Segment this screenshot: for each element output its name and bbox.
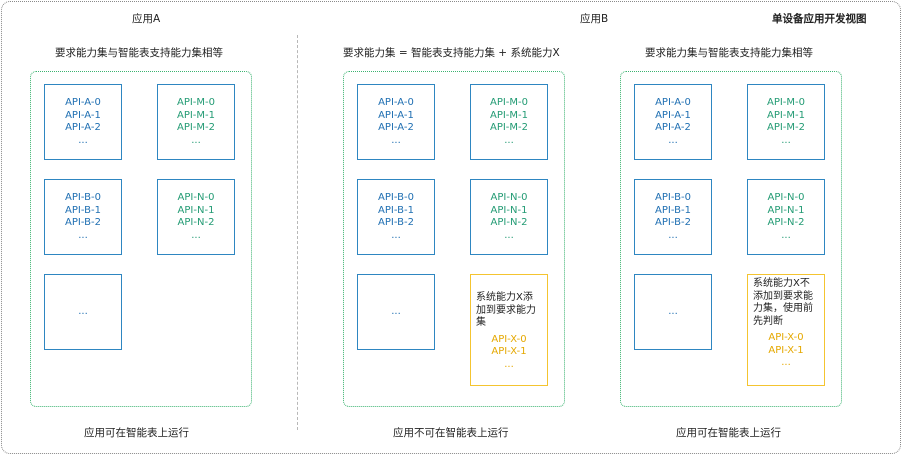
api-item: API-M-1 [489,109,529,121]
column-1-api-a-box: API-A-0 API-A-1 API-A-2 ... [44,84,122,160]
api-item: API-X-0 [491,333,527,345]
api-item: API-A-0 [655,97,691,108]
api-item: API-N-1 [767,204,805,216]
api-item: API-B-0 [378,192,414,203]
column-1-panel [30,71,252,407]
api-item: API-N-2 [767,217,805,228]
column-3-api-m-box: API-M-0 API-M-1 API-M-2 ... [747,84,825,160]
ellipsis: ... [781,357,791,368]
api-item: API-B-0 [655,192,691,203]
ellipsis: ... [781,134,791,146]
api-item: API-A-1 [65,109,101,121]
api-item: API-A-1 [378,109,414,121]
column-2-panel [343,71,565,407]
app-b-label: 应用B [580,13,609,25]
ellipsis: ... [191,134,201,146]
api-item: API-N-2 [490,217,528,228]
api-item: API-N-2 [177,217,215,228]
column-3-empty-box: ... [634,274,712,350]
api-item: API-M-2 [176,122,216,133]
api-item: API-A-2 [378,122,414,133]
ellipsis: ... [668,134,678,146]
api-item: API-B-1 [378,204,414,216]
column-2-heading: 要求能力集 = 智能表支持能力集 + 系统能力X [343,47,560,59]
api-item: API-N-1 [490,204,528,216]
ellipsis: ... [504,358,514,370]
ellipsis: ... [391,229,401,241]
api-item: API-A-1 [655,109,691,121]
api-item: API-B-1 [655,204,691,216]
api-item: API-B-2 [65,217,101,228]
column-3-api-a-box: API-A-0 API-A-1 API-A-2 ... [634,84,712,160]
ellipsis: ... [191,229,201,241]
api-item: API-X-1 [768,344,804,356]
column-2-api-b-box: API-B-0 API-B-1 API-B-2 ... [357,179,435,255]
column-1-footer: 应用可在智能表上运行 [84,427,189,439]
column-2-empty-box: ... [357,274,435,350]
column-3-panel [620,71,842,407]
column-1-api-m-box: API-M-0 API-M-1 API-M-2 ... [157,84,235,160]
api-item: API-M-0 [766,97,806,108]
api-item: API-B-2 [378,217,414,228]
api-item: API-M-1 [766,109,806,121]
column-2-api-m-box: API-M-0 API-M-1 API-M-2 ... [470,84,548,160]
ellipsis: ... [391,134,401,146]
api-item: API-X-0 [768,332,804,343]
api-item: API-N-0 [490,192,528,203]
ellipsis: ... [781,229,791,241]
column-3-footer: 应用可在智能表上运行 [676,427,781,439]
column-2-footer: 应用不可在智能表上运行 [393,427,509,439]
column-2-system-x-box: 系统能力X添加到要求能力集 API-X-0 API-X-1 ... [470,274,548,386]
column-2-api-n-box: API-N-0 API-N-1 API-N-2 ... [470,179,548,255]
ellipsis: ... [78,134,88,146]
system-x-description: 系统能力X添加到要求能力集 [476,292,536,328]
api-item: API-M-1 [176,109,216,121]
ellipsis: ... [668,305,678,317]
system-x-description: 系统能力X不添加到要求能力集，使用前先判断 [753,278,813,327]
api-item: API-M-0 [176,97,216,108]
column-1-api-b-box: API-B-0 API-B-1 API-B-2 ... [44,179,122,255]
column-3-api-n-box: API-N-0 API-N-1 API-N-2 ... [747,179,825,255]
api-item: API-N-0 [177,192,215,203]
api-item: API-B-2 [655,217,691,228]
ellipsis: ... [504,229,514,241]
diagram-title: 单设备应用开发视图 [772,13,867,25]
api-item: API-N-1 [177,204,215,216]
ellipsis: ... [78,229,88,241]
api-item: API-N-0 [767,192,805,203]
column-1-api-n-box: API-N-0 API-N-1 API-N-2 ... [157,179,235,255]
api-item: API-A-0 [65,97,101,108]
ellipsis: ... [78,305,88,317]
api-item: API-B-0 [65,192,101,203]
api-item: API-B-1 [65,204,101,216]
column-3-heading: 要求能力集与智能表支持能力集相等 [645,47,813,59]
api-item: API-A-2 [65,122,101,133]
api-item: API-X-1 [491,346,527,357]
ellipsis: ... [391,305,401,317]
column-3-api-b-box: API-B-0 API-B-1 API-B-2 ... [634,179,712,255]
api-item: API-A-2 [655,122,691,133]
ellipsis: ... [504,134,514,146]
api-item: API-M-2 [489,122,529,133]
app-divider [297,35,298,430]
api-item: API-M-2 [766,122,806,133]
column-1-empty-box: ... [44,274,122,350]
api-item: API-M-0 [489,97,529,108]
column-2-api-a-box: API-A-0 API-A-1 API-A-2 ... [357,84,435,160]
column-1-heading: 要求能力集与智能表支持能力集相等 [55,47,223,59]
column-3-system-x-box: 系统能力X不添加到要求能力集，使用前先判断 API-X-0 API-X-1 ..… [747,274,825,386]
ellipsis: ... [668,229,678,241]
app-a-label: 应用A [132,13,161,25]
api-item: API-A-0 [378,97,414,108]
